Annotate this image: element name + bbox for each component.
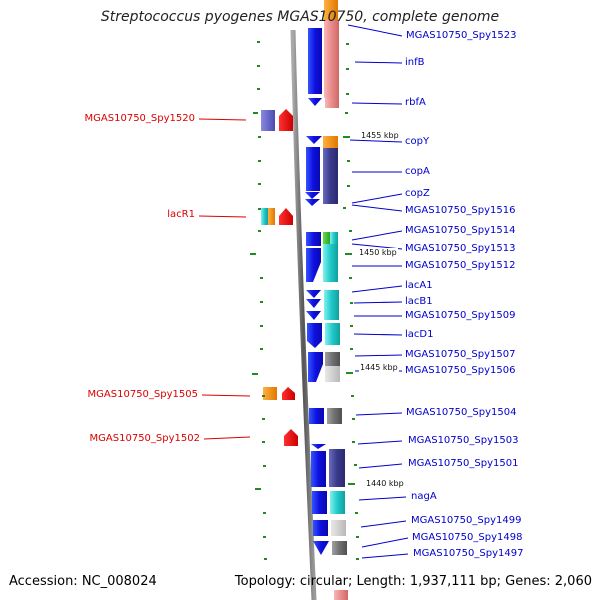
scale-ticks xyxy=(250,41,359,560)
gene-label[interactable]: MGAS10750_Spy1523 xyxy=(406,30,517,41)
gene-label[interactable]: MGAS10750_Spy1512 xyxy=(405,260,516,271)
gene-label-left[interactable]: MGAS10750_Spy1502 xyxy=(89,433,200,444)
gene-label-left[interactable]: MGAS10750_Spy1505 xyxy=(87,389,198,400)
gene-label[interactable]: copZ xyxy=(405,188,430,199)
gene-label[interactable]: MGAS10750_Spy1514 xyxy=(405,225,516,236)
gene-label[interactable]: MGAS10750_Spy1498 xyxy=(412,532,523,543)
gene-label-left[interactable]: MGAS10750_Spy1520 xyxy=(84,113,195,124)
gene-label[interactable]: MGAS10750_Spy1509 xyxy=(405,310,516,321)
map-title: Streptococcus pyogenes MGAS10750, comple… xyxy=(100,9,500,25)
gene-label[interactable]: copY xyxy=(405,136,430,147)
kbp-marker: 1445 kbp xyxy=(359,363,399,372)
gene-label[interactable]: nagA xyxy=(411,491,437,502)
left-label-connectors xyxy=(198,118,251,440)
gene-label[interactable]: MGAS10750_Spy1497 xyxy=(413,548,524,559)
kbp-marker: 1450 kbp xyxy=(358,248,398,257)
gene-label[interactable]: MGAS10750_Spy1504 xyxy=(406,407,517,418)
kbp-marker: 1455 kbp xyxy=(360,131,400,140)
gene-label[interactable]: MGAS10750_Spy1499 xyxy=(411,515,522,526)
accession-text: Accession: NC_008024 xyxy=(9,574,157,589)
reverse-strand-genes xyxy=(261,109,298,446)
right-label-connectors xyxy=(347,24,409,559)
gene-label[interactable]: MGAS10750_Spy1513 xyxy=(405,243,516,254)
gene-label[interactable]: infB xyxy=(405,57,425,68)
annotation-color-strand xyxy=(323,0,348,600)
gene-label[interactable]: MGAS10750_Spy1501 xyxy=(408,458,519,469)
gene-label[interactable]: MGAS10750_Spy1506 xyxy=(405,365,516,376)
gene-label[interactable]: MGAS10750_Spy1503 xyxy=(408,435,519,446)
kbp-marker: 1440 kbp xyxy=(365,479,405,488)
gene-label[interactable]: rbfA xyxy=(405,97,426,108)
gene-label[interactable]: lacD1 xyxy=(405,329,434,340)
genome-backbone xyxy=(290,29,317,600)
gene-label[interactable]: lacA1 xyxy=(405,280,433,291)
gene-label[interactable]: MGAS10750_Spy1507 xyxy=(405,349,516,360)
gene-label[interactable]: MGAS10750_Spy1516 xyxy=(405,205,516,216)
genome-stats-text: Topology: circular; Length: 1,937,111 bp… xyxy=(234,574,592,589)
gene-label-left[interactable]: lacR1 xyxy=(167,209,195,220)
gene-label[interactable]: copA xyxy=(405,166,430,177)
forward-strand-genes xyxy=(305,28,329,555)
gene-label[interactable]: lacB1 xyxy=(405,296,433,307)
